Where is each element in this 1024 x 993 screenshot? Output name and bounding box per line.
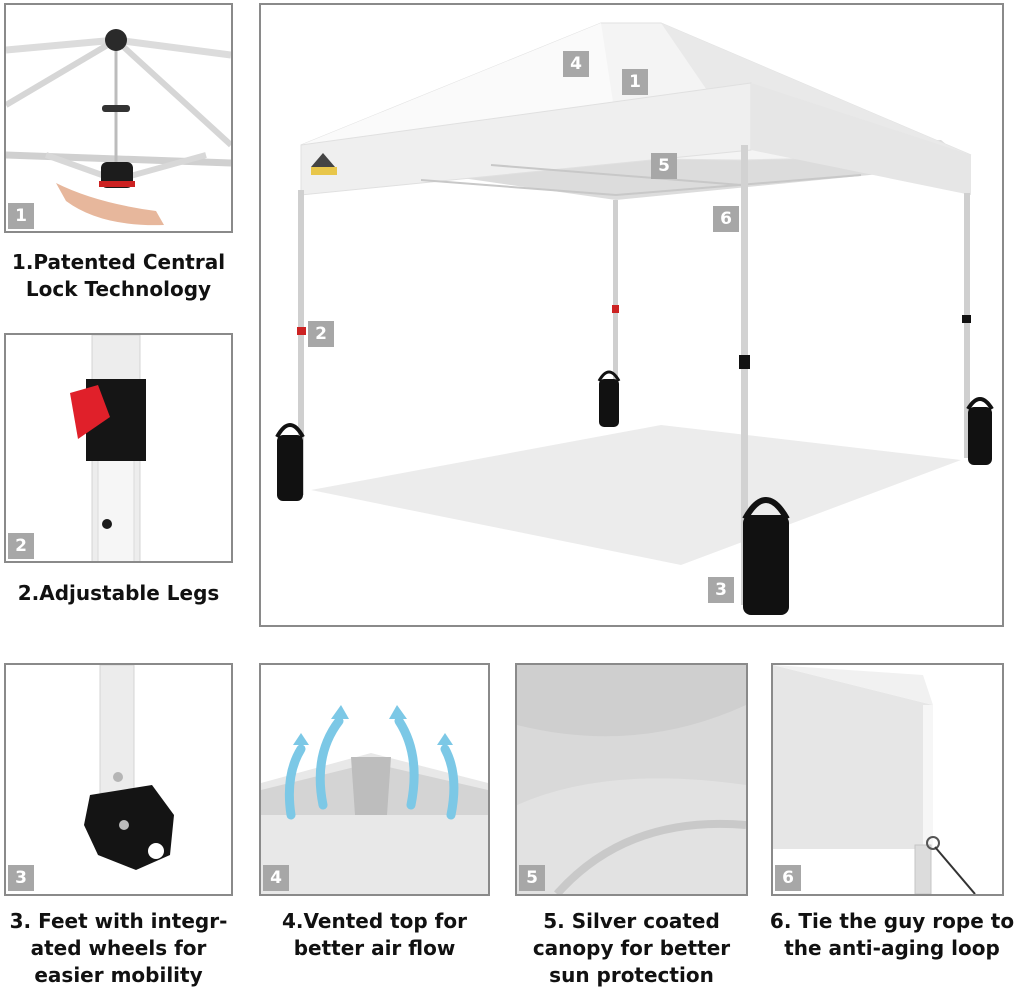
feature-number-badge: 5 — [519, 865, 545, 891]
feature-number-badge: 6 — [775, 865, 801, 891]
central-lock-illustration — [6, 5, 231, 231]
feature-number-badge: 3 — [8, 865, 34, 891]
canopy-tent-illustration — [261, 5, 1002, 625]
feature-panel-guy-rope: 6 — [771, 663, 1004, 896]
canopy-marker-loop: 6 — [713, 206, 739, 232]
feature-caption-feet-wheels: 3. Feet with integr- ated wheels for eas… — [9, 909, 228, 987]
feature-number-badge: 1 — [8, 203, 34, 229]
feature-panel-vented-top: 4 — [259, 663, 490, 896]
feature-number-badge: 2 — [8, 533, 34, 559]
canopy-marker-coating: 5 — [651, 153, 677, 179]
canopy-marker-vent: 4 — [563, 51, 589, 77]
feet-wheel-illustration — [6, 665, 231, 894]
feature-panel-feet-wheels: 3 — [4, 663, 233, 896]
canopy-main-view: 4 1 5 6 2 3 — [259, 3, 1004, 627]
feature-number-badge: 4 — [263, 865, 289, 891]
silver-canopy-illustration — [517, 665, 746, 894]
canopy-marker-legs: 2 — [308, 321, 334, 347]
feature-caption-vented-top: 4.Vented top for better air flow — [282, 909, 467, 960]
feature-panel-adjustable-legs: 2 — [4, 333, 233, 563]
canopy-marker-feet: 3 — [708, 577, 734, 603]
adjustable-leg-illustration — [6, 335, 231, 561]
feature-caption-central-lock: 1.Patented Central Lock Technology — [11, 250, 226, 301]
vented-top-illustration — [261, 665, 488, 894]
feature-caption-guy-rope: 6. Tie the guy rope to the anti-aging lo… — [769, 909, 1015, 960]
feature-caption-silver-canopy: 5. Silver coated canopy for better sun p… — [532, 909, 731, 987]
feature-caption-adjustable-legs: 2.Adjustable Legs — [17, 581, 220, 605]
guy-rope-illustration — [773, 665, 1002, 894]
feature-panel-silver-canopy: 5 — [515, 663, 748, 896]
feature-panel-central-lock: 1 — [4, 3, 233, 233]
canopy-marker-lock: 1 — [622, 69, 648, 95]
